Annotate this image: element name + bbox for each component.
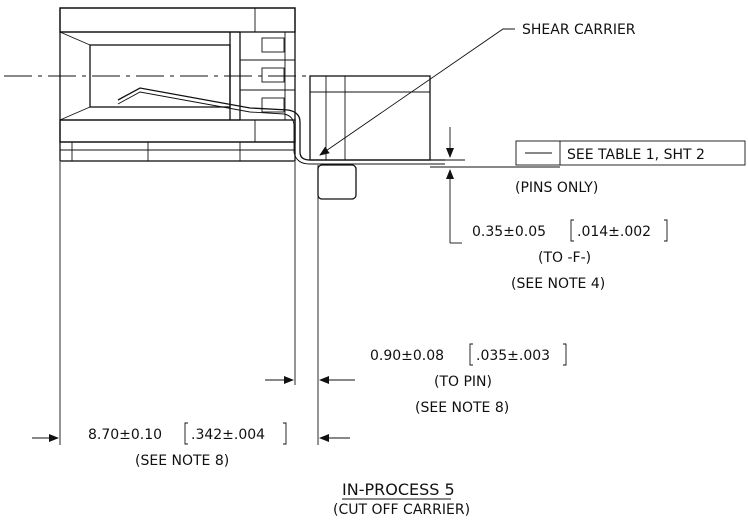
label-shear-carrier: SHEAR CARRIER <box>522 22 636 38</box>
label-dim-870-inch: .342±.004 <box>191 427 265 443</box>
label-dim-090: 0.90±0.08 <box>370 348 444 364</box>
label-see-note-8-a: (SEE NOTE 8) <box>415 400 509 416</box>
carrier-block <box>309 75 431 200</box>
label-see-note-4: (SEE NOTE 4) <box>511 276 605 292</box>
label-see-note-8-b: (SEE NOTE 8) <box>135 453 229 469</box>
label-to-pin: (TO PIN) <box>434 374 492 390</box>
label-pins-only: (PINS ONLY) <box>515 180 598 196</box>
label-dim-870: 8.70±0.10 <box>88 427 162 443</box>
drawing-title: IN-PROCESS 5 <box>342 480 455 499</box>
connector-housing <box>59 7 296 162</box>
drawing-subtitle: (CUT OFF CARRIER) <box>333 502 470 518</box>
label-see-table: SEE TABLE 1, SHT 2 <box>567 147 705 163</box>
label-dim-090-inch: .035±.003 <box>476 348 550 364</box>
label-to-f: (TO -F-) <box>538 250 591 266</box>
shear-carrier-leader <box>319 28 515 156</box>
label-dim-035: 0.35±0.05 <box>472 224 546 240</box>
contact-spring <box>117 87 445 161</box>
see-table-flag <box>515 140 746 166</box>
label-dim-035-inch: .014±.002 <box>577 224 651 240</box>
